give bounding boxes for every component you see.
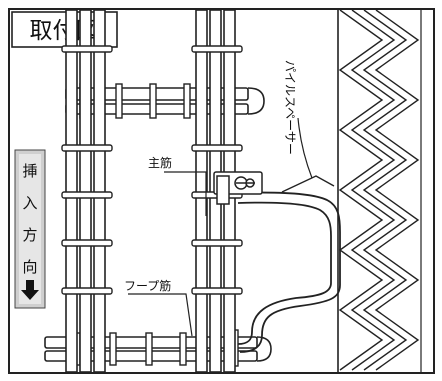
hoop-rebar-label: フープ筋: [124, 278, 171, 293]
insert-direction-char-3: 方: [22, 226, 37, 244]
vertical-rebars-left: [65, 9, 106, 373]
pile-wall: [337, 10, 422, 372]
spacer-clamp: [213, 171, 263, 205]
pile-spacer: [237, 175, 341, 353]
insert-direction-char-2: 入: [22, 194, 37, 212]
hoop-rebars: [44, 87, 272, 362]
leader-lines: [128, 117, 313, 337]
insert-direction-char-1: 挿: [22, 162, 37, 180]
main-rebar-label: 主筋: [148, 155, 172, 170]
insertion-direction-box: 挿 入 方 向: [14, 149, 46, 309]
pile-spacer-label: パイルスペーサー: [283, 60, 297, 155]
frame-border: [8, 8, 435, 374]
insert-direction-char-4: 向: [22, 258, 37, 276]
arrow-down-icon: [21, 280, 39, 300]
